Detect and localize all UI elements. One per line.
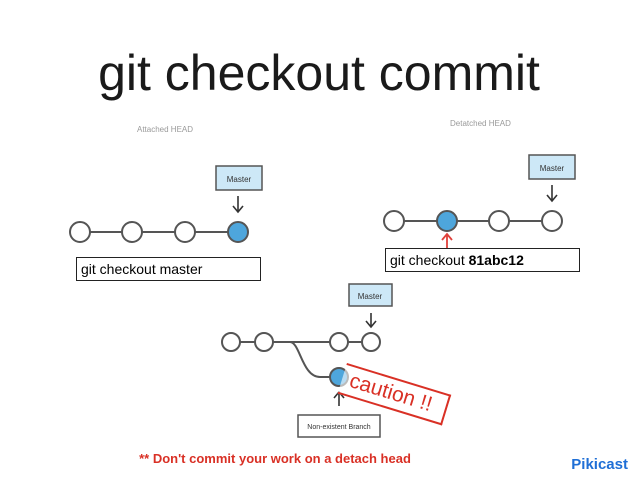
attached-commit-node: [121, 221, 143, 243]
branch-commit-node: [361, 332, 381, 352]
attached-commit-node: [174, 221, 196, 243]
attached-commit-node: [69, 221, 91, 243]
detached-master-text: Master: [540, 164, 565, 173]
nonexistent-branch-text: Non-existent Branch: [307, 424, 371, 431]
detached-command-prefix: git checkout: [390, 252, 465, 268]
detached-red-up-arrow: [441, 232, 453, 250]
detached-diagram: Master: [383, 154, 576, 250]
attached-command-box: git checkout master: [76, 257, 261, 281]
warning-text: ** Don't commit your work on a detach he…: [139, 451, 411, 466]
detached-down-arrow: [546, 185, 558, 203]
attached-master-text: Master: [227, 175, 252, 184]
branch-master-text: Master: [358, 292, 383, 301]
detached-commit-node: [541, 210, 563, 232]
detached-commit-node: [383, 210, 405, 232]
branching-diagram: Master Non-existent Branch: [221, 283, 393, 438]
attached-diagram: Master: [69, 165, 263, 243]
branch-commit-node: [221, 332, 241, 352]
brand-logo: Pikicast: [571, 456, 628, 473]
nonexistent-branch-box: [297, 414, 381, 438]
detached-command-box: git checkout 81abc12: [385, 248, 580, 272]
branch-fork-line: [289, 341, 339, 378]
attached-head-label: Attached HEAD: [137, 125, 194, 134]
attached-head-node: [227, 221, 249, 243]
branch-master-box: [348, 283, 393, 307]
detached-head-node: [436, 210, 458, 232]
attached-command-text: git checkout master: [81, 261, 203, 277]
detached-commit-node: [488, 210, 510, 232]
detached-head-label: Detatched HEAD: [450, 119, 511, 128]
branch-down-arrow: [365, 313, 377, 329]
branch-commit-node: [254, 332, 274, 352]
detached-master-box: [528, 154, 576, 180]
attached-master-box: [215, 165, 263, 191]
branch-commit-node: [329, 332, 349, 352]
detached-command-hash: 81abc12: [468, 252, 524, 268]
page-title: git checkout commit: [98, 45, 540, 101]
attached-down-arrow: [232, 196, 244, 214]
